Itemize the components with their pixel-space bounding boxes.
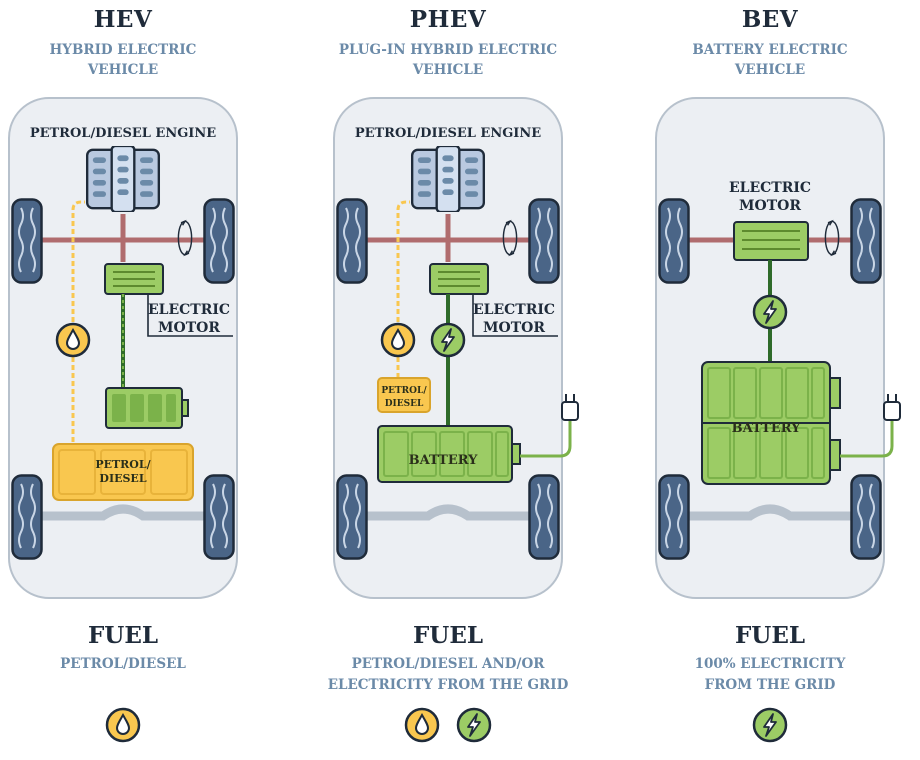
fuel-line bbox=[396, 200, 410, 378]
fuel-drop-icon bbox=[404, 707, 440, 743]
tank-label-line1: PETROL/ bbox=[381, 386, 427, 396]
phev-car-diagram: PETROL/DIESEL ENGINE PETROL/ DIESEL ELEC… bbox=[333, 97, 579, 599]
phev-fuel-heading: FUEL bbox=[412, 622, 484, 649]
tire-icon bbox=[850, 474, 882, 560]
motor-label-leader bbox=[472, 294, 558, 337]
tire-icon bbox=[658, 474, 690, 560]
tire-icon bbox=[850, 198, 882, 284]
lightning-icon bbox=[752, 294, 788, 330]
bev-car-diagram: ELECTRIC MOTOR BATTERY bbox=[655, 97, 901, 599]
phev-fuel-description-line2: ELECTRICITY FROM THE GRID bbox=[327, 677, 569, 693]
bev-fuel-description-line1: 100% ELECTRICITY bbox=[694, 656, 846, 672]
fuel-drop-icon bbox=[55, 322, 91, 358]
charging-cable bbox=[520, 420, 572, 458]
hev-full-name: HYBRID ELECTRIC VEHICLE bbox=[0, 40, 273, 80]
plug-icon bbox=[883, 394, 901, 421]
fuel-tank bbox=[377, 377, 431, 413]
fuel-drop-icon bbox=[380, 322, 416, 358]
hev-abbreviation: HEV bbox=[93, 6, 153, 33]
tire-icon bbox=[203, 198, 235, 284]
hev-fuel-description: PETROL/DIESEL bbox=[0, 654, 273, 675]
bev-column: BEV BATTERY ELECTRIC VEHICLE ELECTRIC MO… bbox=[620, 0, 920, 760]
motor-label-line1: ELECTRIC bbox=[148, 302, 230, 318]
charging-cable bbox=[840, 420, 894, 458]
tire-icon bbox=[336, 474, 368, 560]
motor-label-line2: MOTOR bbox=[739, 198, 801, 214]
phev-fuel-description-line1: PETROL/DIESEL AND/OR bbox=[351, 656, 545, 672]
motor-label-leader bbox=[147, 294, 233, 337]
tank-label-line2: DIESEL bbox=[99, 472, 146, 485]
lightning-icon bbox=[430, 322, 466, 358]
tire-icon bbox=[658, 198, 690, 284]
tire-icon bbox=[528, 198, 560, 284]
plug-icon bbox=[561, 394, 579, 421]
bev-fuel-description-line2: FROM THE GRID bbox=[704, 677, 836, 693]
motor-label-line1: ELECTRIC bbox=[473, 302, 555, 318]
hev-car-diagram: PETROL/DIESEL ENGINE ELECTRIC MOTOR PETR… bbox=[8, 97, 238, 599]
rear-axle bbox=[680, 504, 860, 521]
engine-icon bbox=[410, 146, 486, 212]
phev-full-name-line2: VEHICLE bbox=[412, 62, 484, 78]
engine-label: PETROL/DIESEL ENGINE bbox=[355, 126, 541, 141]
motor-label-line2: MOTOR bbox=[158, 320, 220, 336]
fuel-drop-icon bbox=[105, 707, 141, 743]
hev-fuel-description-line1: PETROL/DIESEL bbox=[60, 656, 186, 672]
bev-fuel-heading: FUEL bbox=[734, 622, 806, 649]
engine-label: PETROL/DIESEL ENGINE bbox=[30, 126, 216, 141]
engine-icon bbox=[85, 146, 161, 212]
rear-axle bbox=[358, 504, 538, 521]
bev-fuel-description: 100% ELECTRICITY FROM THE GRID bbox=[620, 654, 920, 696]
hev-column: HEV HYBRID ELECTRIC VEHICLE PETROL/DIESE… bbox=[0, 0, 273, 760]
lightning-icon bbox=[456, 707, 492, 743]
phev-abbreviation: PHEV bbox=[409, 6, 487, 33]
hev-full-name-line1: HYBRID ELECTRIC bbox=[49, 42, 197, 58]
rear-axle bbox=[33, 504, 213, 521]
bev-full-name-line1: BATTERY ELECTRIC bbox=[692, 42, 848, 58]
phev-full-name: PLUG-IN HYBRID ELECTRIC VEHICLE bbox=[298, 40, 598, 80]
battery-label: BATTERY bbox=[409, 453, 479, 468]
tire-icon bbox=[528, 474, 560, 560]
tank-label-line1: PETROL/ bbox=[95, 458, 151, 471]
phev-column: PHEV PLUG-IN HYBRID ELECTRIC VEHICLE PET… bbox=[298, 0, 598, 760]
fuel-line bbox=[71, 200, 85, 450]
fuel-tank bbox=[52, 443, 194, 501]
hev-full-name-line2: VEHICLE bbox=[87, 62, 159, 78]
bev-abbreviation: BEV bbox=[741, 6, 799, 33]
tire-icon bbox=[336, 198, 368, 284]
bev-full-name-line2: VEHICLE bbox=[734, 62, 806, 78]
lightning-icon bbox=[752, 707, 788, 743]
hev-fuel-heading: FUEL bbox=[87, 622, 159, 649]
phev-full-name-line1: PLUG-IN HYBRID ELECTRIC bbox=[338, 42, 558, 58]
tire-icon bbox=[11, 198, 43, 284]
bev-full-name: BATTERY ELECTRIC VEHICLE bbox=[620, 40, 920, 80]
tire-icon bbox=[203, 474, 235, 560]
tire-icon bbox=[11, 474, 43, 560]
motor-label-line1: ELECTRIC bbox=[729, 180, 811, 196]
tank-label-line2: DIESEL bbox=[385, 399, 424, 409]
battery-label: BATTERY bbox=[732, 421, 802, 436]
phev-fuel-description: PETROL/DIESEL AND/OR ELECTRICITY FROM TH… bbox=[298, 654, 598, 696]
motor-label-line2: MOTOR bbox=[483, 320, 545, 336]
